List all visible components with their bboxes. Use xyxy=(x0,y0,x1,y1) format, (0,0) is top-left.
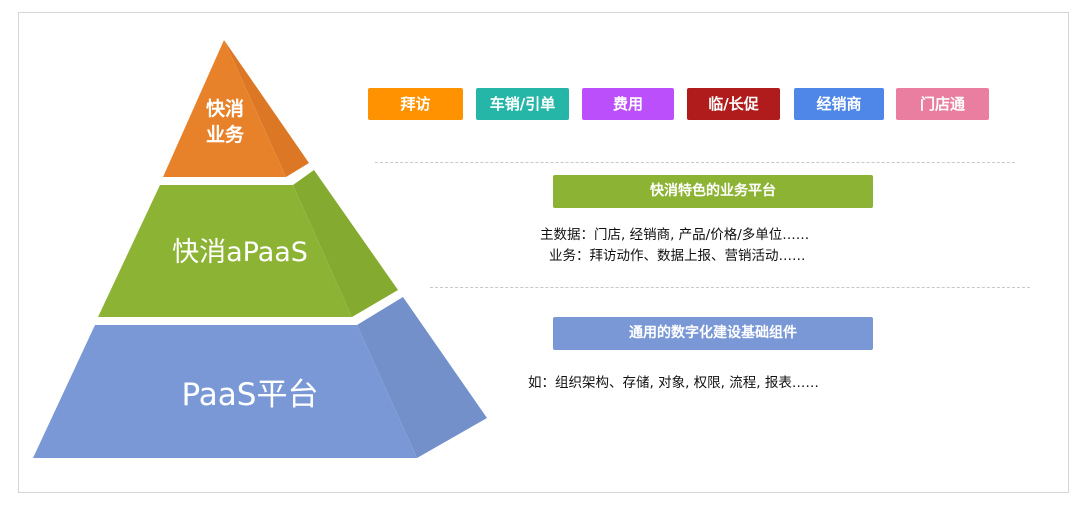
business-text: 业务：拜访动作、数据上报、营销活动…… xyxy=(549,248,806,264)
pyramid-middle-label: 快消aPaaS xyxy=(172,237,308,268)
pyramid-top-label: 快消 业务 xyxy=(190,96,260,148)
tag-promotion: 临/长促 xyxy=(687,88,780,120)
tag-expense: 费用 xyxy=(582,88,674,120)
tag-visit: 拜访 xyxy=(368,88,463,120)
tag-distributor: 经销商 xyxy=(794,88,884,120)
pyramid-bottom-label: PaaS平台 xyxy=(181,377,319,413)
infrastructure-banner: 通用的数字化建设基础组件 xyxy=(553,317,873,350)
diagram-frame xyxy=(18,12,1069,493)
divider-top xyxy=(375,162,1015,163)
pyramid-top-side xyxy=(224,40,309,177)
top-label-line1: 快消 xyxy=(205,98,244,120)
tag-store: 门店通 xyxy=(896,88,989,120)
pyramid-middle-front xyxy=(98,185,352,317)
business-platform-banner: 快消特色的业务平台 xyxy=(553,175,873,208)
top-label-line2: 业务 xyxy=(205,124,244,146)
pyramid-bottom-side xyxy=(357,297,487,458)
master-data-text: 主数据：门店, 经销商, 产品/价格/多单位…… xyxy=(540,227,810,243)
pyramid-middle-side xyxy=(293,170,398,317)
pyramid-top-front xyxy=(163,40,286,177)
tag-van-sales: 车销/引单 xyxy=(476,88,569,120)
divider-bottom xyxy=(430,287,1030,288)
infrastructure-text: 如：组织架构、存储, 对象, 权限, 流程, 报表…… xyxy=(528,375,819,391)
pyramid-bottom-front xyxy=(33,325,417,458)
